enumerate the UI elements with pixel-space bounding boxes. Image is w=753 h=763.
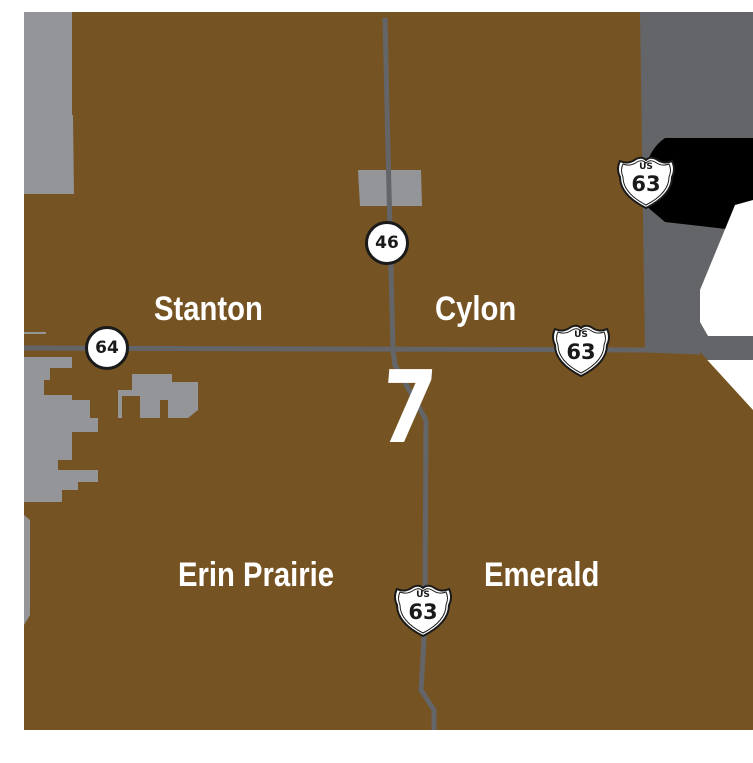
white-area-east	[700, 200, 753, 336]
road-us-63-east	[644, 347, 701, 355]
us-shield-icon	[394, 584, 452, 638]
state-highway-64-shield: 64	[85, 326, 129, 370]
us-shield-prefix: US	[574, 330, 588, 340]
city-area-southwest	[24, 515, 30, 625]
township-label-stanton: Stanton	[154, 290, 263, 328]
city-area-northwest	[24, 12, 74, 194]
state-highway-46-number: 46	[375, 233, 399, 253]
us-shield-prefix: US	[639, 162, 653, 172]
state-highway-46-shield: 46	[365, 221, 409, 265]
road-highway-46	[382, 17, 429, 422]
us-shield-icon	[617, 156, 675, 210]
us-shield-number: 63	[631, 172, 661, 196]
district-number: 7	[376, 349, 441, 466]
road-us-63-south	[418, 419, 437, 730]
us-shield-number: 63	[566, 340, 596, 364]
township-label-cylon: Cylon	[435, 290, 517, 328]
district-area	[24, 12, 753, 730]
city-area-west	[24, 357, 198, 502]
state-highway-64-number: 64	[95, 338, 119, 358]
township-label-erin-prairie: Erin Prairie	[178, 556, 335, 594]
us-shield-prefix: US	[416, 590, 430, 600]
us-highway-63-shield-northeast: US 63	[616, 155, 676, 211]
us-shield-number: 63	[408, 600, 438, 624]
us-highway-63-shield-east: US 63	[551, 323, 611, 379]
township-label-emerald: Emerald	[484, 556, 600, 594]
us-shield-icon	[552, 324, 610, 378]
us-highway-63-shield-south: US 63	[393, 583, 453, 639]
